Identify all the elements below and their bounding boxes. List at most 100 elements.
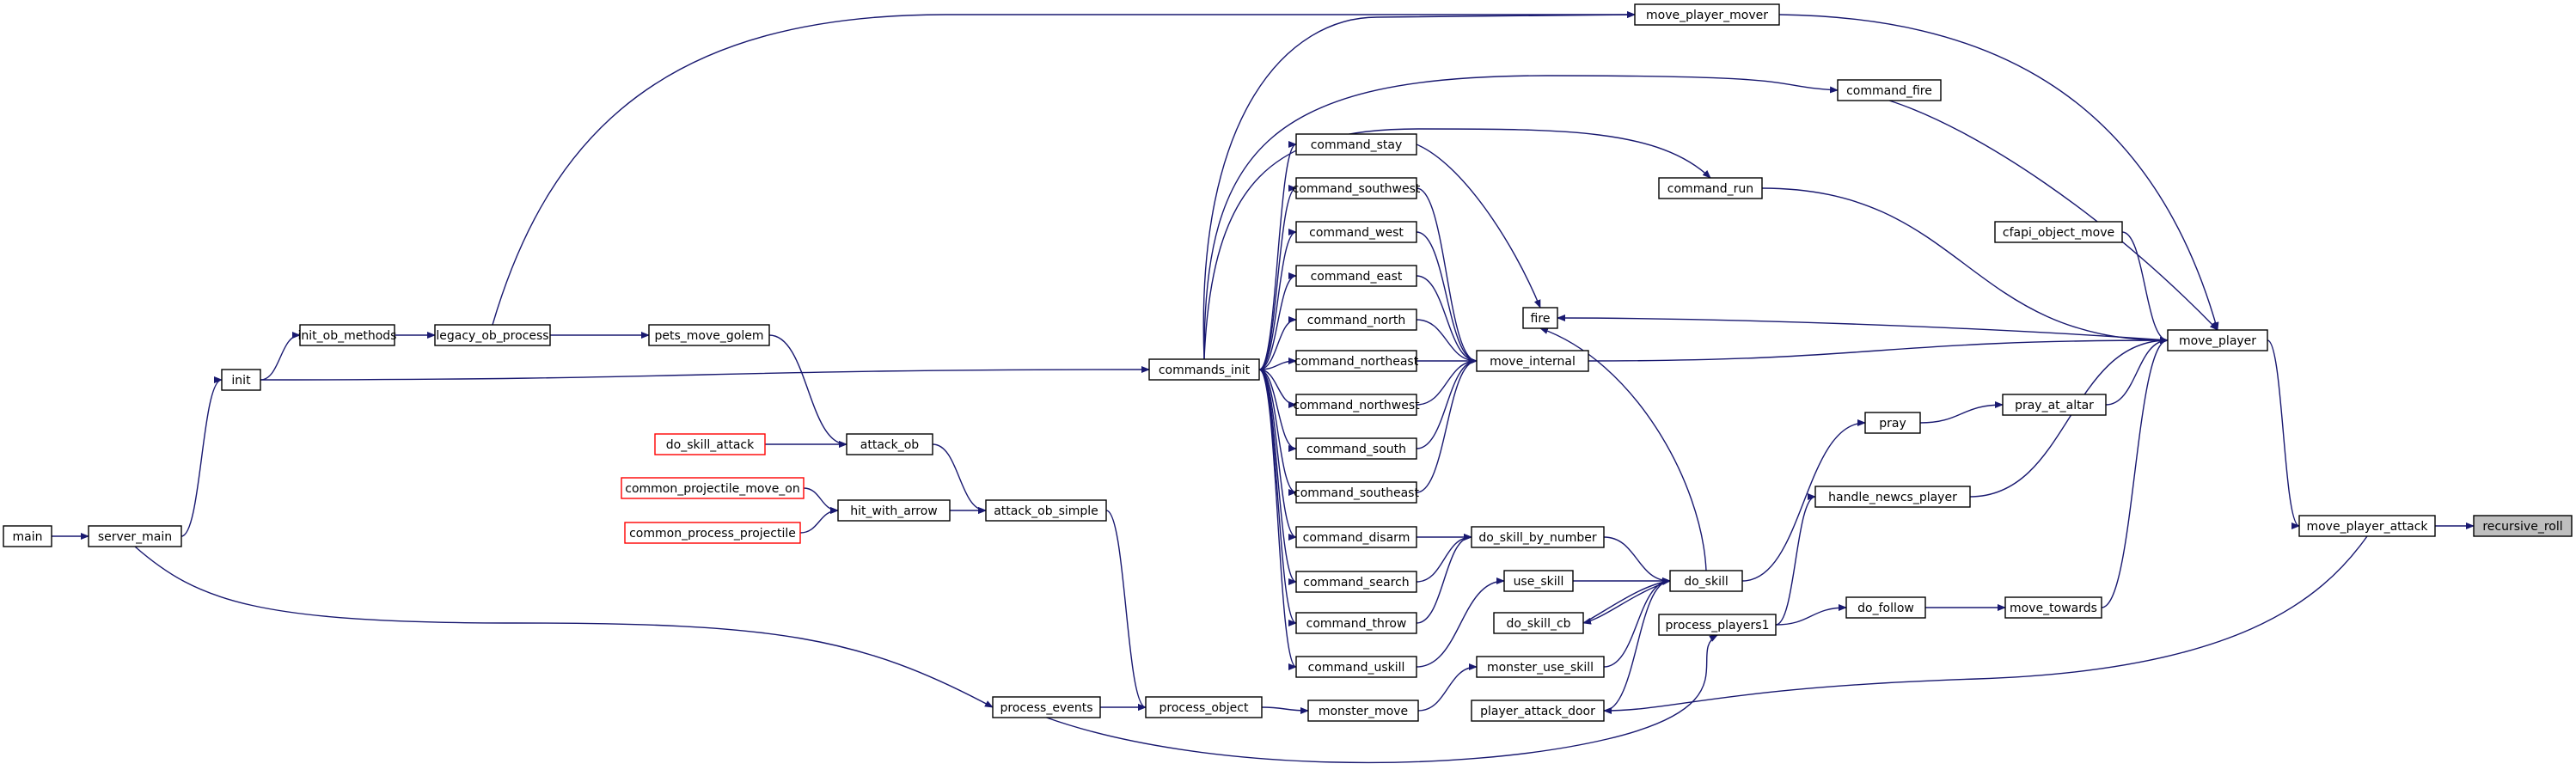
edge-legacy-ob-process-to-move-player-mover [492,11,1636,326]
edge-pray-at-altar-to-move-player [2105,337,2169,406]
edge-line [1582,578,1671,624]
node-box [1295,221,1417,243]
graph-node-cfapi-object-move[interactable]: cfapi_object_move [1994,221,2123,243]
graph-node-attack-ob-simple[interactable]: attack_ob_simple [985,499,1107,522]
node-label: hit_with_arrow [850,504,938,518]
edge-line [1105,510,1147,711]
graph-node-fire[interactable]: fire [1522,307,1558,329]
graph-node-main[interactable]: main [3,525,52,547]
edge-line [2105,337,2169,406]
edge-commands-init-to-command-northeast [1258,357,1297,370]
node-box [1295,571,1417,593]
graph-node-legacy-ob-process[interactable]: legacy_ob_process [434,324,551,346]
graph-node-do-skill-cb[interactable]: do_skill_cb [1493,612,1584,634]
graph-node-command-southwest[interactable]: command_southwest [1293,177,1421,199]
node-box [299,324,395,346]
edge-line [1416,534,1472,583]
node-box [648,324,770,346]
edge-commands-init-to-command-uskill [1258,369,1297,670]
graph-node-common-process-projectile[interactable]: common_process_projectile [624,522,801,544]
graph-node-recursive-roll[interactable]: recursive_roll [2473,515,2573,537]
graph-node-command-north[interactable]: command_north [1295,309,1417,331]
graph-node-handle-newcs-player[interactable]: handle_newcs_player [1814,486,1971,508]
node-box [434,324,551,346]
graph-node-do-skill-by-number[interactable]: do_skill_by_number [1471,526,1605,548]
node-label: do_skill_attack [666,438,755,452]
node-label: command_northwest [1293,399,1420,412]
node-box [1295,177,1417,199]
node-label: do_follow [1857,602,1914,615]
graph-node-init-ob-methods[interactable]: init_ob_methods [298,324,397,346]
graph-node-monster-use-skill[interactable]: monster_use_skill [1476,656,1605,678]
graph-node-use-skill[interactable]: use_skill [1503,570,1574,592]
edge-commands-init-to-command-west [1258,229,1297,370]
graph-node-common-projectile-move-on[interactable]: common_projectile_move_on [621,477,805,499]
edge-line [1417,663,1478,712]
edge-do-skill-to-pray [1741,419,1866,582]
node-box [1295,612,1417,634]
node-label: init [231,374,251,388]
edge-line [1258,141,1297,370]
edge-command-run-to-move-player [1761,187,2169,344]
edge-move-internal-to-move-player [1588,337,2169,362]
edge-process-players1-to-do-follow [1775,604,1847,626]
edge-attack-ob-to-attack-ob-simple [932,443,987,514]
edge-line [1202,11,1636,360]
graph-node-command-disarm[interactable]: command_disarm [1295,526,1417,548]
graph-node-process-players1[interactable]: process_players1 [1658,614,1777,636]
node-label: main [13,530,43,544]
graph-node-process-object[interactable]: process_object [1145,696,1263,718]
graph-node-pray[interactable]: pray [1864,412,1921,434]
graph-node-command-run[interactable]: command_run [1658,177,1763,199]
node-box [1307,700,1419,722]
graph-node-command-stay[interactable]: command_stay [1295,133,1417,156]
graph-node-pets-move-golem[interactable]: pets_move_golem [648,324,770,346]
graph-node-commands-init[interactable]: commands_init [1148,358,1260,381]
graph-node-move-player[interactable]: move_player [2167,329,2268,351]
graph-node-move-internal[interactable]: move_internal [1476,350,1589,372]
graph-node-hit-with-arrow[interactable]: hit_with_arrow [837,499,951,522]
edge-move-player-attack-to-player-attack-door [1603,535,2368,714]
node-box [1845,596,1926,619]
graph-node-monster-move[interactable]: monster_move [1307,700,1419,722]
node-box [1295,265,1417,287]
graph-node-command-throw[interactable]: command_throw [1295,612,1417,634]
graph-node-move-player-attack[interactable]: move_player_attack [2298,515,2436,537]
edge-command-north-to-move-internal [1416,319,1478,364]
graph-node-command-south[interactable]: command_south [1295,437,1417,460]
graph-node-do-skill-attack[interactable]: do_skill_attack [654,433,766,455]
node-box [221,369,261,391]
edge-line [1778,14,2219,331]
node-box [1295,394,1417,416]
graph-node-move-player-mover[interactable]: move_player_mover [1634,3,1780,26]
node-box [1295,133,1417,156]
edge-line [1258,185,1297,370]
edge-line [1775,604,1847,626]
graph-node-command-uskill[interactable]: command_uskill [1295,656,1417,678]
graph-node-command-fire[interactable]: command_fire [1837,79,1942,101]
edge-line [1969,337,2169,498]
graph-node-pray-at-altar[interactable]: pray_at_altar [2002,394,2107,416]
node-label: command_throw [1306,617,1407,631]
graph-node-server-main[interactable]: server_main [88,525,182,547]
graph-node-process-events[interactable]: process_events [992,696,1101,718]
node-label: move_player [2179,334,2256,348]
graph-node-do-follow[interactable]: do_follow [1845,596,1926,619]
edge-commands-init-to-command-northwest [1258,369,1297,408]
graph-node-move-towards[interactable]: move_towards [2004,596,2102,619]
edge-commands-init-to-command-north [1258,316,1297,370]
graph-node-command-west[interactable]: command_west [1295,221,1417,243]
graph-node-attack-ob[interactable]: attack_ob [846,433,933,455]
graph-node-command-southeast[interactable]: command_southeast [1294,481,1419,504]
graph-node-player-attack-door[interactable]: player_attack_door [1471,700,1605,722]
graph-node-command-northwest[interactable]: command_northwest [1293,394,1420,416]
node-label: command_east [1311,270,1403,284]
graph-node-do-skill[interactable]: do_skill [1669,570,1743,592]
graph-node-command-search[interactable]: command_search [1295,571,1417,593]
node-label: pray [1879,417,1906,431]
graph-node-command-east[interactable]: command_east [1295,265,1417,287]
edge-line [1603,577,1671,668]
graph-node-command-northeast[interactable]: command_northeast [1294,350,1419,372]
graph-node-init[interactable]: init [221,369,261,391]
edge-do-skill-by-number-to-do-skill [1603,536,1671,584]
